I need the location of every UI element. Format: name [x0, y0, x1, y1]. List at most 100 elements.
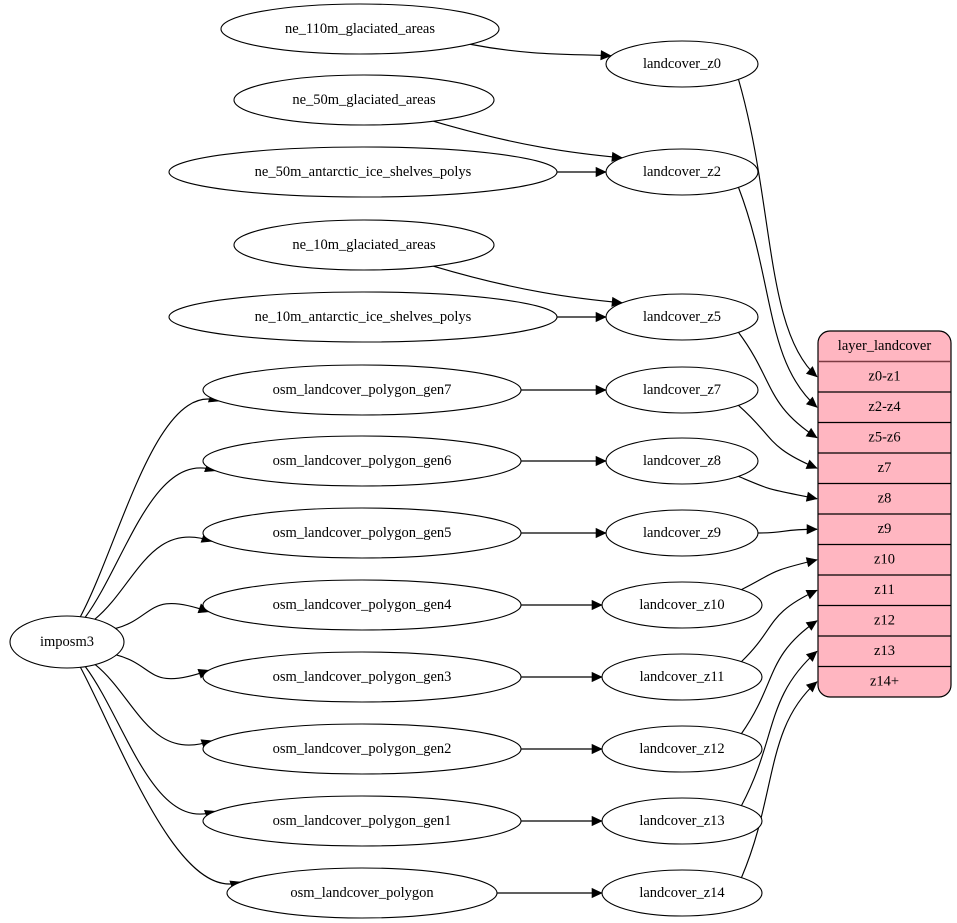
node-shape	[168, 291, 558, 343]
node-label: landcover_z2	[643, 164, 721, 180]
edge-landcover_z11-to-layer_landcover_z11	[741, 589, 818, 663]
node-label: landcover_z8	[643, 453, 721, 469]
node-shape	[220, 3, 500, 55]
table-row-z13[interactable]: z13	[818, 635, 951, 659]
table-row-label: z8	[878, 491, 892, 507]
node-shape	[601, 653, 763, 701]
edge-imposm3-to-osm_landcover_polygon_gen5	[94, 533, 213, 620]
source-node-imposm3[interactable]: imposm3	[9, 615, 125, 669]
node-shape	[605, 509, 759, 557]
edge-ne_10m_antarctic_ice_shelves_polys-to-landcover_z5	[557, 311, 607, 323]
node-label: landcover_z9	[643, 525, 721, 541]
node-label: landcover_z12	[639, 741, 724, 757]
node-shape	[605, 148, 759, 196]
edge-osm_landcover_polygon-to-landcover_z14	[496, 887, 603, 899]
node-label: ne_10m_glaciated_areas	[292, 237, 436, 253]
table-row-z7[interactable]: z7	[818, 452, 951, 476]
table-row-z8[interactable]: z8	[818, 482, 951, 507]
table-row-z2[interactable]: z2-z4	[818, 391, 951, 415]
landcover-node-landcover_z13[interactable]: landcover_z13	[601, 797, 763, 845]
input-node-osm_landcover_polygon_gen1[interactable]: osm_landcover_polygon_gen1	[202, 795, 522, 847]
input-node-ne_110m_glaciated_areas[interactable]: ne_110m_glaciated_areas	[220, 3, 500, 55]
node-shape	[601, 797, 763, 845]
table-title: layer_landcover	[838, 338, 932, 354]
edge-landcover_z14-to-layer_landcover_z14	[740, 681, 818, 878]
edge-landcover_z0-to-layer_landcover_z0	[737, 79, 818, 378]
landcover-node-landcover_z8[interactable]: landcover_z8	[605, 437, 759, 485]
edge-imposm3-to-osm_landcover_polygon_gen6	[84, 462, 217, 618]
input-node-osm_landcover_polygon_gen3[interactable]: osm_landcover_polygon_gen3	[202, 651, 522, 703]
input-node-ne_50m_glaciated_areas[interactable]: ne_50m_glaciated_areas	[233, 74, 495, 126]
input-node-osm_landcover_polygon_gen4[interactable]: osm_landcover_polygon_gen4	[202, 579, 522, 631]
edge-imposm3-to-osm_landcover_polygon_gen1	[84, 666, 217, 820]
landcover-node-landcover_z5[interactable]: landcover_z5	[605, 293, 759, 341]
table-row-z9[interactable]: z9	[818, 513, 951, 537]
node-shape	[202, 651, 522, 703]
node-label: ne_110m_glaciated_areas	[285, 21, 435, 37]
node-shape	[601, 581, 763, 629]
table-row-z12[interactable]: z12	[818, 604, 951, 629]
node-shape	[601, 725, 763, 773]
table-row-label: z12	[874, 613, 895, 629]
node-label: osm_landcover_polygon_gen1	[273, 813, 452, 829]
landcover-node-landcover_z10[interactable]: landcover_z10	[601, 581, 763, 629]
table-row-label: z11	[874, 582, 894, 598]
layer-landcover-record[interactable]: layer_landcover z0-z1 z2-z4 z5-z6 z7 z8 z9 z10 z…	[817, 330, 952, 698]
table-row-z14[interactable]: z14+	[818, 665, 951, 690]
table-row-label: z9	[878, 521, 892, 537]
input-node-osm_landcover_polygon[interactable]: osm_landcover_polygon	[226, 867, 498, 919]
table-row-label: z0-z1	[868, 369, 900, 385]
input-node-osm_landcover_polygon_gen5[interactable]: osm_landcover_polygon_gen5	[202, 507, 522, 559]
node-shape	[605, 437, 759, 485]
node-label: osm_landcover_polygon_gen5	[273, 525, 452, 541]
edge-landcover_z10-to-layer_landcover_z10	[741, 557, 818, 591]
edge-landcover_z13-to-layer_landcover_z13	[740, 650, 818, 806]
landcover-node-landcover_z11[interactable]: landcover_z11	[601, 653, 763, 701]
input-node-ne_10m_glaciated_areas[interactable]: ne_10m_glaciated_areas	[233, 219, 495, 271]
landcover-node-landcover_z12[interactable]: landcover_z12	[601, 725, 763, 773]
input-node-osm_landcover_polygon_gen6[interactable]: osm_landcover_polygon_gen6	[202, 435, 522, 487]
input-node-osm_landcover_polygon_gen7[interactable]: osm_landcover_polygon_gen7	[202, 364, 522, 416]
node-shape	[226, 867, 498, 919]
node-label: landcover_z5	[643, 309, 721, 325]
table-row-z11[interactable]: z11	[818, 574, 951, 598]
landcover-node-landcover_z7[interactable]: landcover_z7	[605, 366, 759, 414]
node-shape	[9, 615, 125, 669]
node-label: landcover_z11	[640, 669, 725, 685]
table-row-label: z7	[878, 460, 892, 476]
edge-landcover_z12-to-layer_landcover_z12	[740, 620, 818, 734]
input-node-osm_landcover_polygon_gen2[interactable]: osm_landcover_polygon_gen2	[202, 723, 522, 775]
node-label: landcover_z7	[643, 382, 721, 398]
input-node-ne_50m_antarctic_ice_shelves_polys[interactable]: ne_50m_antarctic_ice_shelves_polys	[168, 146, 558, 198]
landcover-node-landcover_z0[interactable]: landcover_z0	[605, 40, 759, 88]
edge-osm_landcover_polygon_gen7-to-landcover_z7	[521, 384, 607, 396]
edge-osm_landcover_polygon_gen6-to-landcover_z8	[521, 455, 607, 467]
edge-imposm3-to-osm_landcover_polygon_gen4	[115, 602, 210, 630]
landcover-node-landcover_z14[interactable]: landcover_z14	[601, 869, 763, 917]
table-row-label: z13	[874, 643, 895, 659]
edge-landcover_z5-to-layer_landcover_z5	[738, 332, 818, 439]
table-row-z0[interactable]: z0-z1	[818, 360, 951, 385]
node-label: landcover_z13	[639, 813, 724, 829]
node-shape	[202, 579, 522, 631]
table-row-z10[interactable]: z10	[818, 543, 951, 568]
node-label: osm_landcover_polygon	[290, 885, 434, 901]
node-label: ne_50m_antarctic_ice_shelves_polys	[255, 164, 472, 180]
node-shape	[202, 364, 522, 416]
landcover-node-landcover_z9[interactable]: landcover_z9	[605, 509, 759, 557]
input-node-ne_10m_antarctic_ice_shelves_polys[interactable]: ne_10m_antarctic_ice_shelves_polys	[168, 291, 558, 343]
node-shape	[202, 795, 522, 847]
edge-osm_landcover_polygon_gen2-to-landcover_z12	[520, 743, 603, 755]
node-label: osm_landcover_polygon_gen3	[273, 669, 452, 685]
node-label: osm_landcover_polygon_gen6	[273, 453, 452, 469]
edges-layer	[79, 43, 818, 899]
landcover-node-landcover_z2[interactable]: landcover_z2	[605, 148, 759, 196]
edge-landcover_z8-to-layer_landcover_z8	[738, 475, 818, 502]
table-row-z5[interactable]: z5-z6	[818, 421, 951, 446]
node-label: osm_landcover_polygon_gen7	[273, 382, 452, 398]
edge-osm_landcover_polygon_gen5-to-landcover_z9	[521, 527, 607, 539]
node-label: osm_landcover_polygon_gen2	[273, 741, 452, 757]
nodes-layer: imposm3 ne_110m_glaciated_areas ne_50m_gla…	[9, 3, 763, 919]
edge-ne_50m_antarctic_ice_shelves_polys-to-landcover_z2	[556, 166, 607, 178]
